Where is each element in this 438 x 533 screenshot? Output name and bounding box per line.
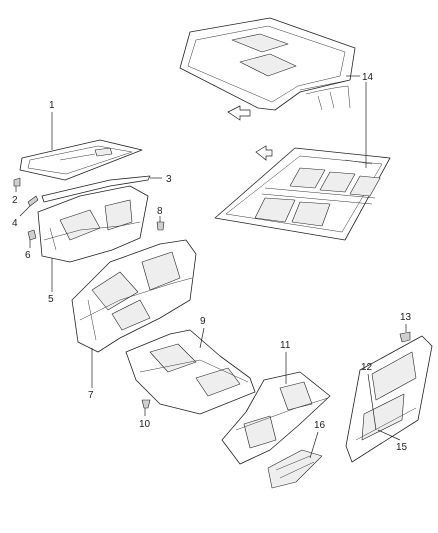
callout-labels: 1 2 3 4 5 6 7 8 9 10 11 12 13 14 15 16	[12, 72, 412, 453]
part-14-roof-panel-top	[179, 17, 356, 111]
part-16-silencer-pad	[267, 449, 323, 489]
part-2-clip	[13, 177, 21, 187]
callout-4: 4	[12, 218, 18, 229]
callout-15: 15	[396, 442, 408, 453]
part-3-trim-strip	[41, 175, 151, 203]
part-9-front-floor-silencer	[125, 329, 256, 415]
part-5-dash-insulator	[37, 185, 149, 263]
part-10-push-pin	[141, 399, 151, 409]
callout-8: 8	[157, 206, 163, 217]
callout-14: 14	[362, 72, 374, 83]
part-12-back-panel-silencer	[345, 335, 433, 463]
callout-3: 3	[166, 174, 172, 185]
callout-12: 12	[361, 362, 373, 373]
part-6-clip	[27, 229, 37, 241]
part-8-push-pin	[156, 221, 165, 231]
part-14-roof-panel-under	[214, 147, 391, 241]
callout-9: 9	[200, 316, 206, 327]
callout-16: 16	[314, 420, 326, 431]
callout-7: 7	[88, 390, 94, 401]
part-4-bracket	[27, 195, 39, 207]
part-11-rear-floor-silencer	[221, 371, 331, 465]
part-13-clip	[399, 331, 411, 343]
callout-10: 10	[139, 419, 151, 430]
callout-6: 6	[25, 250, 31, 261]
direction-arrow-icon	[227, 105, 273, 161]
leader-lines	[15, 75, 407, 459]
part-7-dash-silencer	[71, 239, 197, 353]
callout-2: 2	[12, 195, 18, 206]
callout-11: 11	[280, 340, 291, 351]
callout-1: 1	[49, 100, 55, 111]
part-1-headliner	[19, 139, 143, 181]
callout-5: 5	[48, 294, 54, 305]
callout-13: 13	[400, 312, 412, 323]
